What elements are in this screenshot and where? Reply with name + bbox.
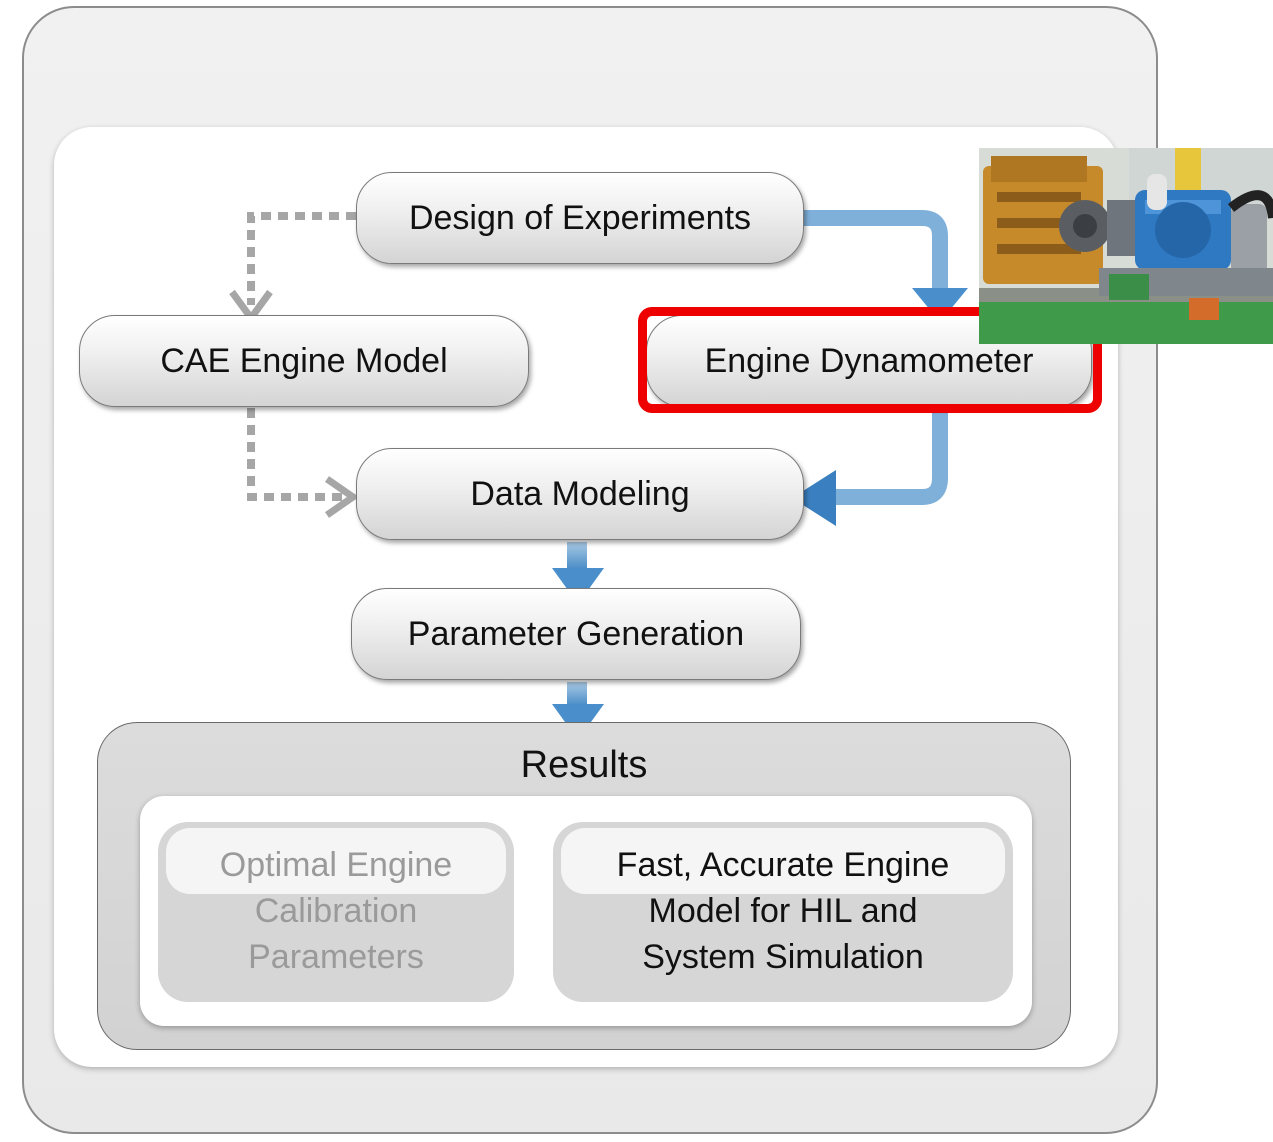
result-text-optimal: Optimal Engine Calibration Parameters	[219, 846, 453, 976]
result-text-fast: Fast, Accurate Engine Model for HIL and …	[616, 846, 950, 976]
dotted-arrowhead-dm	[325, 476, 360, 518]
flow-connector-dyno-to-dm	[830, 408, 948, 505]
node-parameter-generation: Parameter Generation	[351, 588, 801, 680]
flow-connector-doe-to-dyno	[804, 210, 948, 290]
result-card-optimal-calibration: Optimal Engine Calibration Parameters	[158, 822, 514, 1002]
highlight-frame	[638, 307, 1102, 413]
dotted-connector-doe-to-cae	[247, 212, 356, 305]
node-data-modeling: Data Modeling	[356, 448, 804, 540]
flow-shaft-dm-to-pg	[567, 542, 587, 572]
flow-arrowhead-dyno	[912, 288, 968, 322]
card-highlight	[561, 828, 1005, 894]
flow-arrowhead-dm	[792, 470, 836, 526]
flow-arrowhead-pg	[552, 568, 604, 604]
results-title: Results	[520, 744, 648, 786]
node-cae-engine-model: CAE Engine Model	[79, 315, 529, 407]
node-design-of-experiments: Design of Experiments	[356, 172, 804, 264]
dotted-connector-cae-to-dm	[247, 408, 345, 501]
flow-shaft-pg-to-results	[567, 682, 587, 708]
engine-dynamometer-photo	[979, 148, 1273, 344]
result-card-fast-engine-model: Fast, Accurate Engine Model for HIL and …	[553, 822, 1013, 1002]
card-highlight	[166, 828, 506, 894]
